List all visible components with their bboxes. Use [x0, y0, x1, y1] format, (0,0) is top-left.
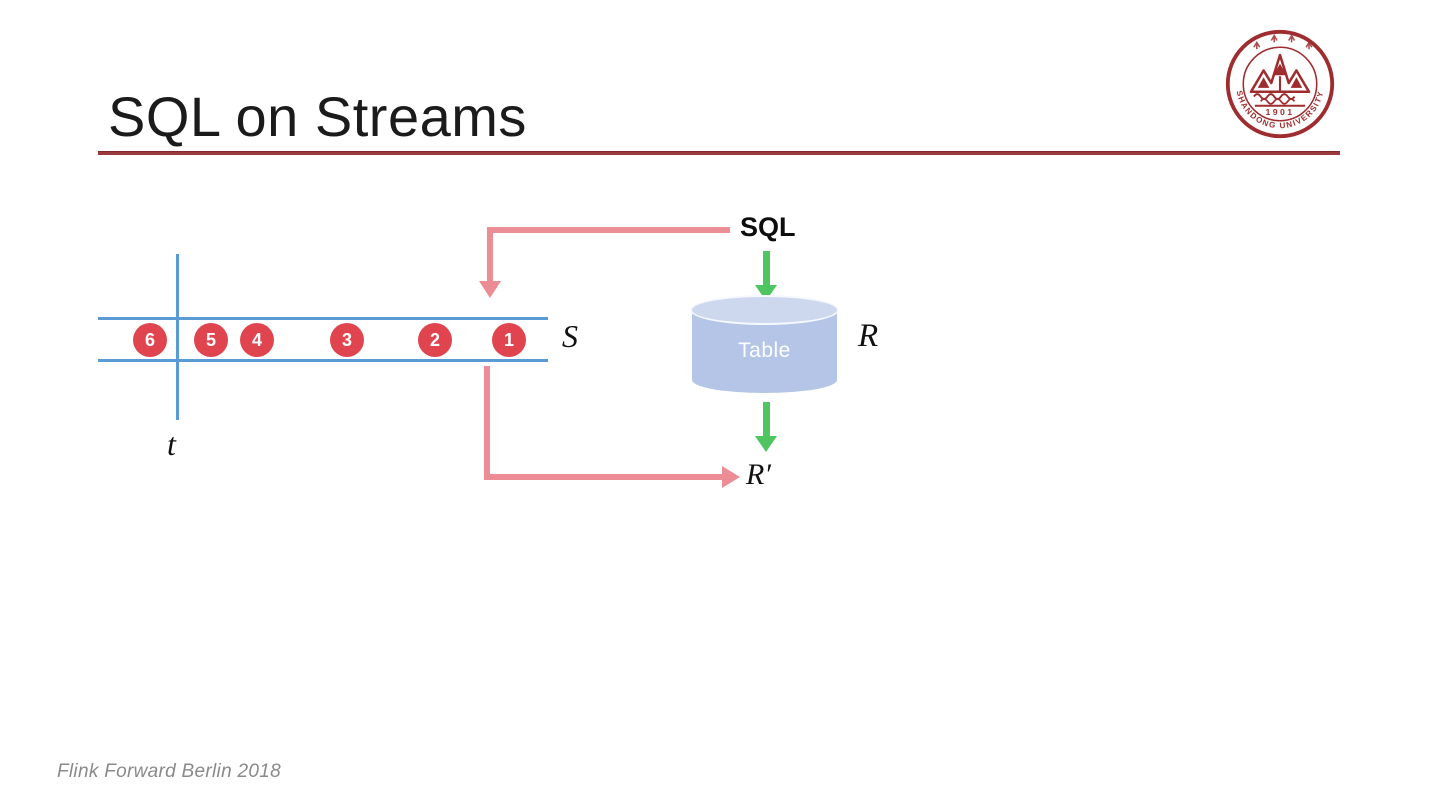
sql-to-stream-arrow-horizontal	[488, 227, 730, 233]
stream-rail-top	[98, 317, 548, 320]
stream-tuple-5: 5	[194, 323, 228, 357]
title-underline	[98, 151, 1340, 155]
stream-tuple-4: 4	[240, 323, 274, 357]
sql-label: SQL	[740, 212, 796, 242]
seal-calligraphy-marks	[1253, 34, 1313, 50]
table-name-label: R	[858, 318, 879, 354]
seal-waves-icon	[1253, 93, 1306, 107]
stream-rail-bottom	[98, 359, 548, 362]
stream-to-result-arrow-horizontal	[484, 474, 722, 480]
footer-text: Flink Forward Berlin 2018	[57, 761, 281, 782]
sql-to-stream-arrow-vertical	[487, 227, 493, 282]
table-to-result-arrow	[763, 402, 770, 437]
stream-tuple-2: 2	[418, 323, 452, 357]
table-cylinder-bottom	[692, 367, 837, 393]
seal-mountains-icon	[1249, 53, 1311, 93]
table-label: Table	[738, 339, 791, 362]
page-title: SQL on Streams	[108, 85, 527, 148]
time-axis-label: t	[167, 426, 176, 462]
stream-tuple-3: 3	[330, 323, 364, 357]
seal-year: 1901	[1266, 107, 1295, 117]
stream-label: S	[562, 318, 578, 354]
sql-to-table-arrow	[763, 251, 770, 286]
stream-tuple-1: 1	[492, 323, 526, 357]
result-label: R′	[746, 458, 771, 491]
stream-tuple-6: 6	[133, 323, 167, 357]
stream-to-result-arrow-vertical	[484, 366, 490, 480]
table-cylinder-top	[690, 295, 839, 325]
shandong-university-logo: 1901 SHANDONG UNIVERSITY	[1225, 29, 1335, 139]
table-to-result-arrowhead-icon	[755, 436, 777, 452]
stream-to-result-arrowhead-icon	[722, 466, 740, 488]
time-axis-line	[176, 254, 179, 420]
sql-to-stream-arrowhead-icon	[479, 281, 501, 298]
